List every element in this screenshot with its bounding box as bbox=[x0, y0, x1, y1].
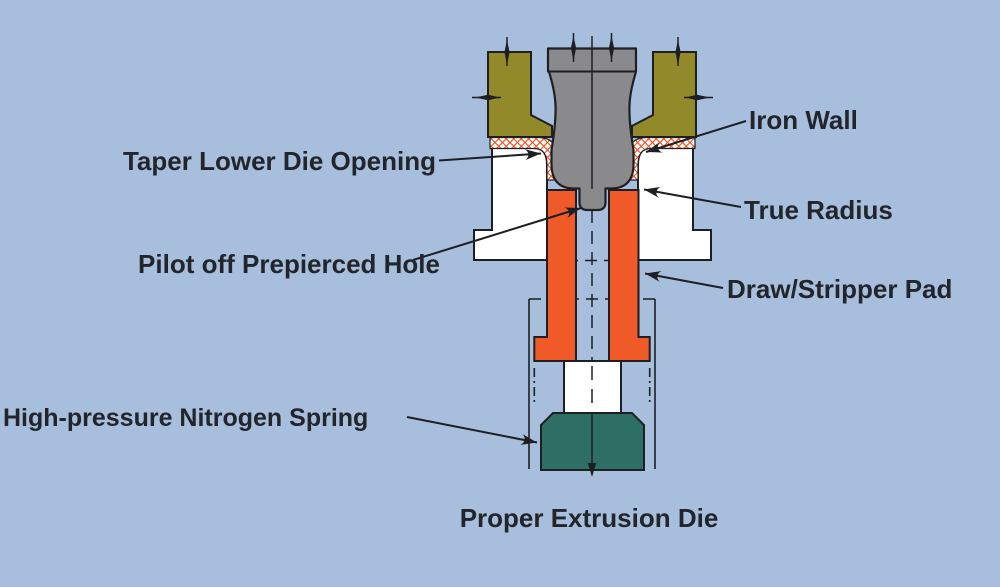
leader-draw-stripper bbox=[644, 271, 724, 289]
lower-die-block-right bbox=[637, 146, 712, 261]
diagram-caption: Proper Extrusion Die bbox=[459, 503, 719, 533]
leader-nitrogen bbox=[406, 416, 538, 445]
label-taper-lower-die-opening: Taper Lower Die Opening bbox=[122, 146, 436, 176]
leader-arrows bbox=[406, 120, 747, 445]
leader-true-radius bbox=[643, 186, 742, 208]
label-true-radius: True Radius bbox=[744, 195, 893, 225]
iron-wall-sheet-left bbox=[489, 136, 557, 181]
pressure-tick-marks bbox=[472, 33, 713, 101]
upper-binder-pad-left bbox=[487, 51, 553, 138]
label-iron-wall: Iron Wall bbox=[749, 105, 858, 135]
label-pilot-off-prepierced-hole: Pilot off Prepierced Hole bbox=[138, 249, 440, 279]
leader-pilot bbox=[412, 207, 582, 261]
leader-taper bbox=[438, 149, 542, 162]
upper-binder-pad-right bbox=[631, 51, 697, 138]
centerline bbox=[587, 36, 597, 477]
label-draw-stripper-pad: Draw/Stripper Pad bbox=[727, 274, 953, 304]
leader-iron-wall bbox=[645, 120, 747, 153]
lower-die-block-left bbox=[473, 146, 548, 261]
label-high-pressure-nitrogen-spring: High-pressure Nitrogen Spring bbox=[3, 404, 369, 432]
centerline-arrow-icon bbox=[587, 463, 597, 477]
draw-stripper-pad-left bbox=[533, 189, 577, 362]
